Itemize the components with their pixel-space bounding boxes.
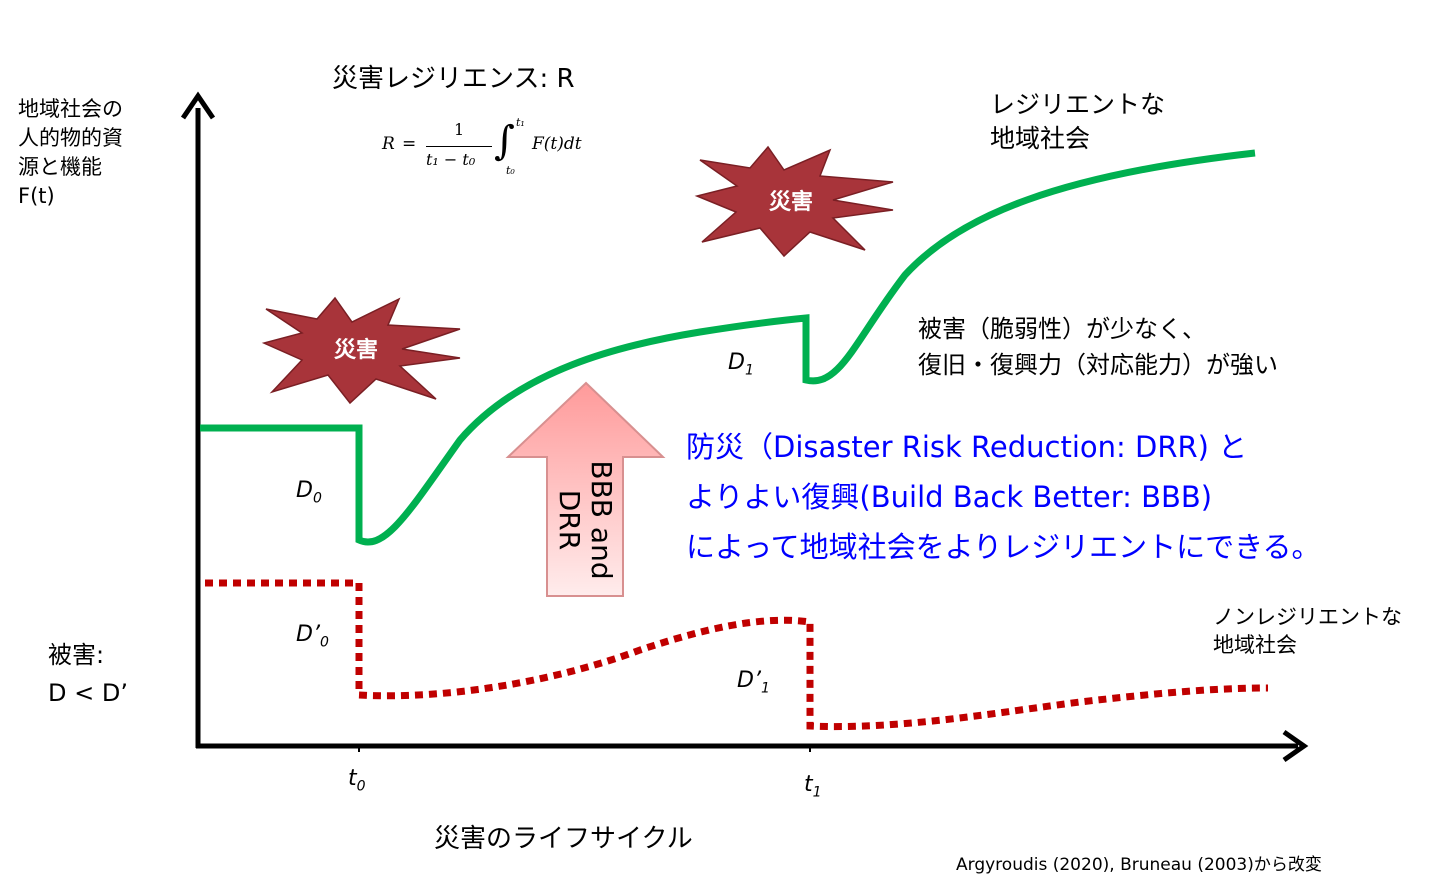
disaster-burst-2	[694, 145, 894, 258]
nonresilient-curve	[205, 579, 1269, 731]
arrow-text-line-2: DRR	[553, 489, 586, 551]
formula-fraction-bar	[426, 146, 492, 147]
tick-label-t0: t0	[348, 766, 366, 794]
y-axis-arrowhead	[180, 91, 216, 120]
blue-line-3: によって地域社会をよりレジリエントにできる。	[686, 530, 1321, 564]
nonresilient-label-line-2: 地域社会	[1213, 633, 1297, 657]
damage-comparison: 被害: D < D’	[48, 636, 128, 712]
t1-main: t	[804, 772, 813, 797]
blue-line-1: 防災（Disaster Risk Reduction: DRR) と	[686, 430, 1248, 464]
disaster-burst-1-label: 災害	[334, 338, 379, 363]
resilient-curve	[200, 149, 1256, 546]
dp0-main: D’	[296, 622, 320, 647]
y-axis-label-line-3: 源と機能	[18, 155, 102, 179]
disaster-burst-1	[261, 296, 461, 405]
arrow-text: BBB and DRR	[553, 460, 618, 580]
drr-bbb-statement: 防災（Disaster Risk Reduction: DRR) と よりよい復…	[686, 422, 1321, 572]
blue-line-2: よりよい復興(Build Back Better: BBB)	[686, 480, 1213, 514]
dp0-sub: 0	[319, 634, 329, 651]
dp1-sub: 1	[760, 680, 770, 697]
formula-lhs: R	[382, 134, 395, 154]
nonresilient-community-label: ノンレジリエントな 地域社会	[1213, 603, 1402, 659]
dp1-main: D’	[737, 668, 761, 693]
formula-lower: t₀	[506, 164, 515, 177]
y-axis-label-line-2: 人的物的資	[18, 126, 123, 150]
bbb-drr-arrow	[505, 381, 666, 597]
formula-numerator: 1	[454, 120, 465, 139]
resilient-desc-line-2: 復旧・復興力（対応能力）が強い	[918, 351, 1278, 379]
d1-sub: 1	[744, 362, 754, 379]
tick-label-t1: t1	[804, 772, 822, 800]
resilient-description: 被害（脆弱性）が少なく、 復旧・復興力（対応能力）が強い	[918, 311, 1278, 383]
formula-integral: ∫	[494, 118, 515, 164]
formula-eq: =	[402, 134, 417, 154]
damage-label-d0: D0	[296, 478, 322, 506]
resilient-label-line-1: レジリエントな	[990, 90, 1166, 119]
t0-sub: 0	[356, 778, 366, 795]
d0-main: D	[296, 478, 313, 503]
formula-integrand: F(t)dt	[532, 134, 582, 154]
y-axis-label-line-1: 地域社会の	[18, 97, 123, 121]
y-axis-label: 地域社会の 人的物的資 源と機能 F(t)	[18, 95, 123, 211]
formula-upper: t₁	[516, 116, 525, 129]
disaster-burst-2-label: 災害	[769, 190, 814, 215]
formula-denominator: t₁ − t₀	[426, 150, 476, 169]
arrow-text-line-1: BBB and	[585, 460, 618, 580]
d1-main: D	[728, 350, 745, 375]
damage-label-dp1: D’1	[737, 668, 770, 696]
damage-compare-line-2: D < D’	[48, 679, 128, 707]
x-axis-arrowhead	[1282, 729, 1309, 763]
citation: Argyroudis (2020), Bruneau (2003)から改変	[956, 855, 1322, 875]
resilience-formula: R = 1 t₁ − t₀ ∫ t₁ t₀ F(t)dt	[382, 116, 612, 186]
d0-sub: 0	[312, 490, 322, 507]
nonresilient-label-line-1: ノンレジリエントな	[1213, 605, 1402, 629]
x-axis-label: 災害のライフサイクル	[434, 824, 693, 854]
resilient-label-line-2: 地域社会	[990, 124, 1091, 153]
damage-compare-line-1: 被害:	[48, 641, 105, 669]
damage-label-dp0: D’0	[296, 622, 329, 650]
t0-main: t	[348, 766, 357, 791]
y-axis-label-line-4: F(t)	[18, 184, 55, 208]
diagram-title: 災害レジリエンス: R	[332, 64, 575, 94]
t1-sub: 1	[812, 784, 822, 801]
resilient-desc-line-1: 被害（脆弱性）が少なく、	[918, 315, 1206, 343]
resilient-community-label: レジリエントな 地域社会	[990, 88, 1165, 156]
damage-label-d1: D1	[728, 350, 754, 378]
